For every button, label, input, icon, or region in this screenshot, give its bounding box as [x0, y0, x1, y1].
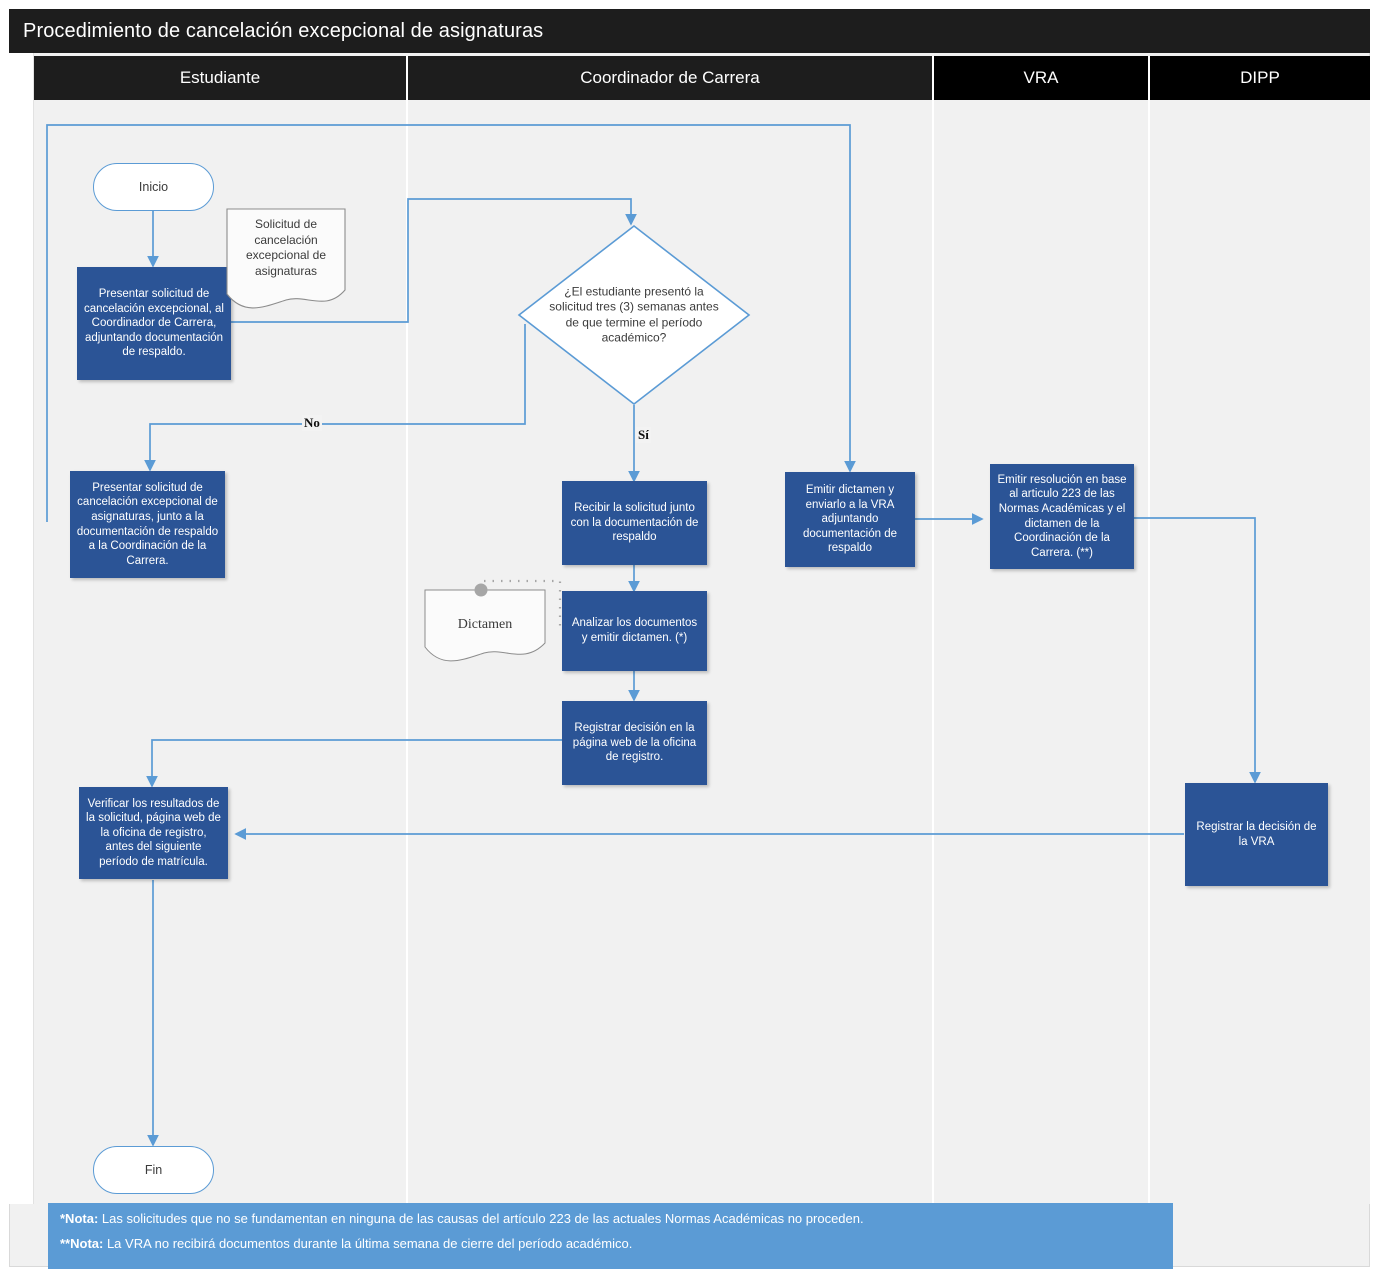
node-decision-tres-semanas[interactable]: ¿El estudiante presentó la solicitud tre…	[517, 224, 751, 406]
lane-header-label: Estudiante	[179, 68, 261, 87]
node-label: Presentar solicitud de cancelación excep…	[76, 481, 219, 567]
node-label: Emitir resolución en base al articulo 22…	[997, 473, 1127, 559]
node-label: Registrar decisión en la página web de l…	[572, 722, 697, 764]
note-line-2: **Nota: La VRA no recibirá documentos du…	[60, 1235, 1173, 1251]
note-1-prefix: *Nota:	[60, 1211, 99, 1226]
lane-header-vra: VRA	[934, 56, 1150, 100]
note-1-text: Las solicitudes que no se fundamentan en…	[98, 1211, 864, 1226]
node-inicio[interactable]: Inicio	[93, 163, 214, 211]
node-solicitud-document[interactable]: Solicitud de cancelación excepcional de …	[226, 208, 346, 313]
note-line-1: *Nota: Las solicitudes que no se fundame…	[60, 1212, 1173, 1226]
node-label: Recibir la solicitud junto con la docume…	[570, 502, 699, 544]
node-verificar-resultados[interactable]: Verificar los resultados de la solicitud…	[79, 787, 228, 879]
lane-header-coordinador: Coordinador de Carrera	[408, 56, 934, 100]
lane-body-estudiante	[34, 100, 408, 1204]
node-label: Fin	[144, 1163, 163, 1177]
page-title: Procedimiento de cancelación excepcional…	[23, 19, 544, 42]
node-label: Inicio	[138, 180, 169, 194]
lane-header-estudiante: Estudiante	[34, 56, 408, 100]
node-emitir-dictamen-vra[interactable]: Emitir dictamen y enviarlo a la VRA adju…	[785, 472, 915, 567]
node-emitir-resolucion[interactable]: Emitir resolución en base al articulo 22…	[990, 464, 1134, 569]
node-recibir-solicitud[interactable]: Recibir la solicitud junto con la docume…	[562, 481, 707, 565]
node-label: Presentar solicitud de cancelación excep…	[83, 288, 224, 359]
node-label: Solicitud de cancelación excepcional de …	[245, 217, 327, 278]
lane-body-dipp	[1150, 100, 1370, 1204]
node-dictamen-document[interactable]: Dictamen	[424, 581, 546, 669]
edge-label-si: Sí	[636, 427, 651, 443]
lane-header-label: DIPP	[1240, 68, 1280, 87]
node-fin[interactable]: Fin	[93, 1146, 214, 1194]
note-2-prefix: **Nota:	[60, 1235, 104, 1251]
edge-label-no: No	[302, 415, 322, 431]
node-label: Dictamen	[457, 616, 513, 632]
node-label: Analizar los documentos y emitir dictame…	[571, 617, 698, 644]
node-label: ¿El estudiante presentó la solicitud tre…	[549, 284, 719, 345]
notes-banner: *Nota: Las solicitudes que no se fundame…	[48, 1203, 1173, 1269]
node-label: Registrar la decisión de la VRA	[1196, 820, 1317, 848]
node-presentar-solicitud-2[interactable]: Presentar solicitud de cancelación excep…	[70, 471, 225, 578]
note-2-text: La VRA no recibirá documentos durante la…	[103, 1235, 633, 1251]
left-gutter	[9, 53, 34, 1204]
lane-header-dipp: DIPP	[1150, 56, 1370, 100]
lane-header-label: VRA	[1023, 68, 1059, 87]
node-label: Emitir dictamen y enviarlo a la VRA adju…	[803, 484, 897, 555]
node-presentar-solicitud-1[interactable]: Presentar solicitud de cancelación excep…	[77, 267, 231, 380]
lane-body-vra	[934, 100, 1150, 1204]
node-analizar-documentos[interactable]: Analizar los documentos y emitir dictame…	[562, 591, 707, 671]
lane-header-label: Coordinador de Carrera	[580, 68, 760, 87]
diagram-title-bar: Procedimiento de cancelación excepcional…	[9, 9, 1370, 53]
node-registrar-decision-web[interactable]: Registrar decisión en la página web de l…	[562, 701, 707, 785]
node-label: Verificar los resultados de la solicitud…	[86, 797, 221, 868]
node-registrar-decision-vra[interactable]: Registrar la decisión de la VRA	[1185, 783, 1328, 886]
